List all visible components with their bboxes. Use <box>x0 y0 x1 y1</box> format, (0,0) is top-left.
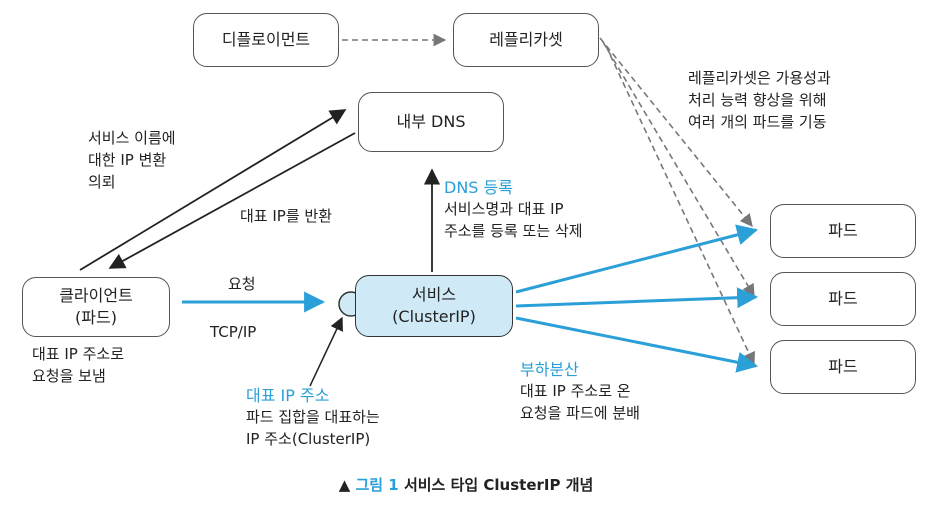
internal-dns-node: 내부 DNS <box>358 92 504 152</box>
pod-node-3: 파드 <box>770 340 916 394</box>
lb-desc-line1: 대표 IP 주소로 온 <box>520 382 631 401</box>
dns-register-title: DNS 등록 <box>444 178 513 197</box>
rep-ip-desc-line1: 파드 집합을 대표하는 <box>246 408 380 427</box>
tcpip-text: TCP/IP <box>210 323 257 341</box>
dns-query-line3: 의뢰 <box>88 172 116 191</box>
client-note-line1: 대표 IP 주소로 <box>32 345 125 363</box>
rep-ip-title: 대표 IP 주소 <box>246 386 330 405</box>
rep-ip-annotation: 대표 IP 주소 파드 집합을 대표하는 IP 주소(ClusterIP) <box>246 384 380 451</box>
dns-register-desc-line2: 주소를 등록 또는 삭제 <box>444 221 583 240</box>
lb-to-pod1-arrow <box>515 224 759 294</box>
replicaset-note: 레플리카셋은 가용성과 처리 능력 향상을 위해 여러 개의 파드를 기동 <box>688 68 831 133</box>
client-note-line2: 요청을 보냄 <box>32 366 106 385</box>
request-text: 요청 <box>228 275 256 293</box>
dns-return-label: 대표 IP를 반환 <box>240 206 332 228</box>
replicaset-note-line2: 처리 능력 향상을 위해 <box>688 90 827 109</box>
caption-number: 그림 1 <box>355 476 399 494</box>
pod-node-1: 파드 <box>770 204 916 258</box>
client-note: 대표 IP 주소로 요청을 보냄 <box>32 344 124 388</box>
deployment-node: 디플로이먼트 <box>193 13 339 67</box>
caption-prefix: ▲ <box>338 476 356 494</box>
tcpip-label: TCP/IP <box>210 322 256 344</box>
dns-return-text: 대표 IP를 반환 <box>240 207 333 225</box>
replicaset-to-pod1-arrow <box>599 37 753 227</box>
lb-to-pod3-arrow <box>515 316 759 373</box>
dns-query-arrow <box>79 109 347 271</box>
pod-node-2: 파드 <box>770 272 916 326</box>
pod-label-3: 파드 <box>828 357 858 377</box>
dns-query-label: 서비스 이름에 대한 IP 변환 의뢰 <box>88 128 176 193</box>
client-node: 클라이언트 (파드) <box>22 277 170 337</box>
service-node: 서비스 (ClusterIP) <box>355 275 513 337</box>
lb-to-pod2-arrow <box>515 287 759 309</box>
service-label-line2: (ClusterIP) <box>392 307 476 326</box>
replicaset-note-line1: 레플리카셋은 가용성과 <box>688 69 831 87</box>
dns-register-annotation: DNS 등록 서비스명과 대표 IP 주소를 등록 또는 삭제 <box>444 176 583 243</box>
lb-desc-line2: 요청을 파드에 분배 <box>520 403 640 422</box>
replicaset-note-line3: 여러 개의 파드를 기동 <box>688 112 827 131</box>
replicaset-node: 레플리카셋 <box>453 13 599 67</box>
pod-label-1: 파드 <box>828 221 858 241</box>
replicaset-to-pod3-arrow <box>605 45 755 366</box>
service-label-line1: 서비스 <box>411 285 457 305</box>
pod-label-2: 파드 <box>828 289 858 309</box>
rep-ip-pointer-arrow <box>309 316 343 387</box>
rep-ip-desc-line2: IP 주소(ClusterIP) <box>246 429 371 448</box>
internal-dns-label: 내부 DNS <box>396 112 466 132</box>
replicaset-label: 레플리카셋 <box>489 30 563 50</box>
dns-query-line2: 대한 IP 변환 <box>88 150 167 169</box>
deployment-label: 디플로이먼트 <box>221 30 311 50</box>
dns-register-desc-line1: 서비스명과 대표 IP <box>444 200 564 219</box>
lb-annotation: 부하분산 대표 IP 주소로 온 요청을 파드에 분배 <box>520 358 640 425</box>
dns-return-arrow <box>108 132 356 269</box>
lb-title: 부하분산 <box>520 360 579 379</box>
client-label-line2: (파드) <box>75 308 117 327</box>
client-label-line1: 클라이언트 <box>59 286 133 306</box>
dns-query-line1: 서비스 이름에 <box>88 129 176 147</box>
caption-text: 서비스 타입 ClusterIP 개념 <box>398 476 594 494</box>
figure-caption: ▲ 그림 1 서비스 타입 ClusterIP 개념 <box>0 474 932 495</box>
request-label: 요청 <box>228 274 256 296</box>
